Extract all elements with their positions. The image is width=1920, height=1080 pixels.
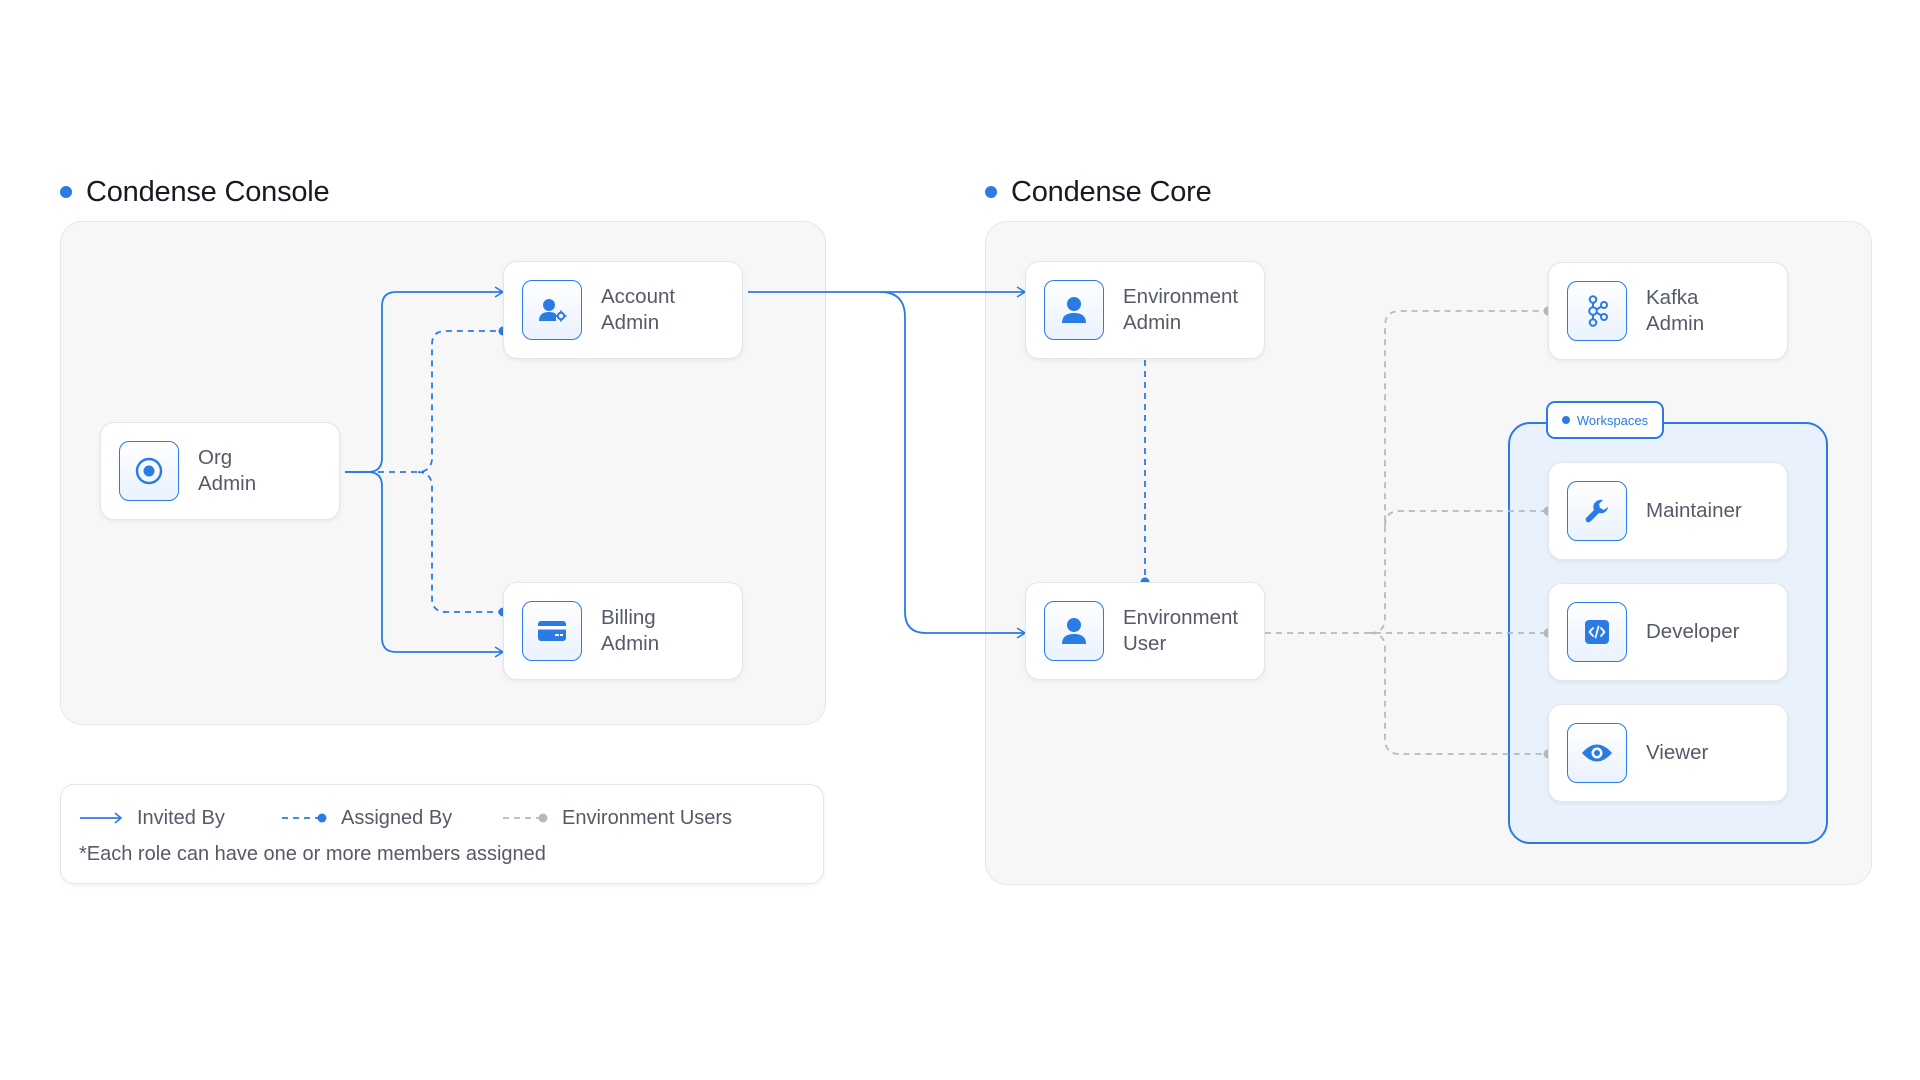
environment-admin-node[interactable]: Environment Admin — [1025, 261, 1265, 359]
node-label: Billing Admin — [601, 606, 660, 655]
legend-label: Invited By — [137, 806, 225, 829]
legend-environment-users: Environment Users — [502, 803, 732, 833]
developer-node[interactable]: Developer — [1548, 583, 1788, 681]
section-bullet — [985, 186, 997, 198]
node-label: Viewer — [1646, 741, 1709, 764]
legend-assigned-by: Assigned By — [281, 803, 452, 833]
envusers-line-to-viewer — [1369, 632, 1548, 755]
workspaces-bullet — [1561, 416, 1570, 424]
section-title-text: Condense Console — [86, 175, 330, 208]
legend-note: *Each role can have one or more members … — [79, 843, 546, 865]
invited-line-org-to-account — [345, 286, 505, 473]
workspaces-label: Workspaces — [1576, 412, 1649, 428]
assigned-line-org-to-billing — [417, 471, 503, 613]
environment-user-node[interactable]: Environment User — [1025, 582, 1265, 680]
user-gear-icon — [522, 280, 582, 340]
node-label: Developer — [1646, 620, 1740, 643]
billing-admin-node[interactable]: Billing Admin — [503, 582, 743, 680]
node-label: Environment Admin — [1123, 285, 1239, 334]
org-admin-node[interactable]: Org Admin — [100, 422, 340, 520]
credit-card-icon — [522, 601, 582, 661]
envusers-line-to-kafka — [1369, 310, 1548, 634]
legend: Invited By Assigned By Environment Users… — [60, 784, 824, 884]
kafka-icon — [1567, 281, 1627, 341]
node-label: Maintainer — [1646, 499, 1742, 522]
condense-console-title: Condense Console — [60, 172, 330, 212]
legend-label: Assigned By — [341, 806, 453, 829]
maintainer-node[interactable]: Maintainer — [1548, 462, 1788, 560]
user-circle-icon — [119, 441, 179, 501]
code-icon — [1567, 602, 1627, 662]
wrench-icon — [1567, 481, 1627, 541]
invited-line-to-envuser — [879, 291, 1027, 639]
node-label: Account Admin — [601, 285, 676, 334]
eye-icon — [1567, 723, 1627, 783]
user-icon — [1044, 280, 1104, 340]
envusers-line-to-maintainer — [1384, 510, 1548, 527]
legend-invited-by: Invited By — [79, 803, 225, 833]
viewer-node[interactable]: Viewer — [1548, 704, 1788, 802]
dashed-dot-icon — [282, 813, 327, 823]
solid-arrow-icon — [80, 812, 123, 824]
condense-core-title: Condense Core — [985, 172, 1212, 212]
user-icon — [1044, 601, 1104, 661]
legend-label: Environment Users — [562, 806, 733, 829]
workspaces-tag: Workspaces — [1546, 401, 1664, 439]
node-label: Environment User — [1123, 606, 1239, 655]
node-label: Kafka Admin — [1646, 286, 1705, 335]
kafka-admin-node[interactable]: Kafka Admin — [1548, 262, 1788, 360]
account-admin-node[interactable]: Account Admin — [503, 261, 743, 359]
section-bullet — [60, 186, 72, 198]
gray-dashed-dot-icon — [503, 813, 548, 823]
section-title-text: Condense Core — [1011, 175, 1212, 208]
assigned-line-org-to-account — [345, 330, 503, 473]
invited-line-org-to-billing — [345, 471, 505, 658]
node-label: Org Admin — [198, 446, 257, 495]
